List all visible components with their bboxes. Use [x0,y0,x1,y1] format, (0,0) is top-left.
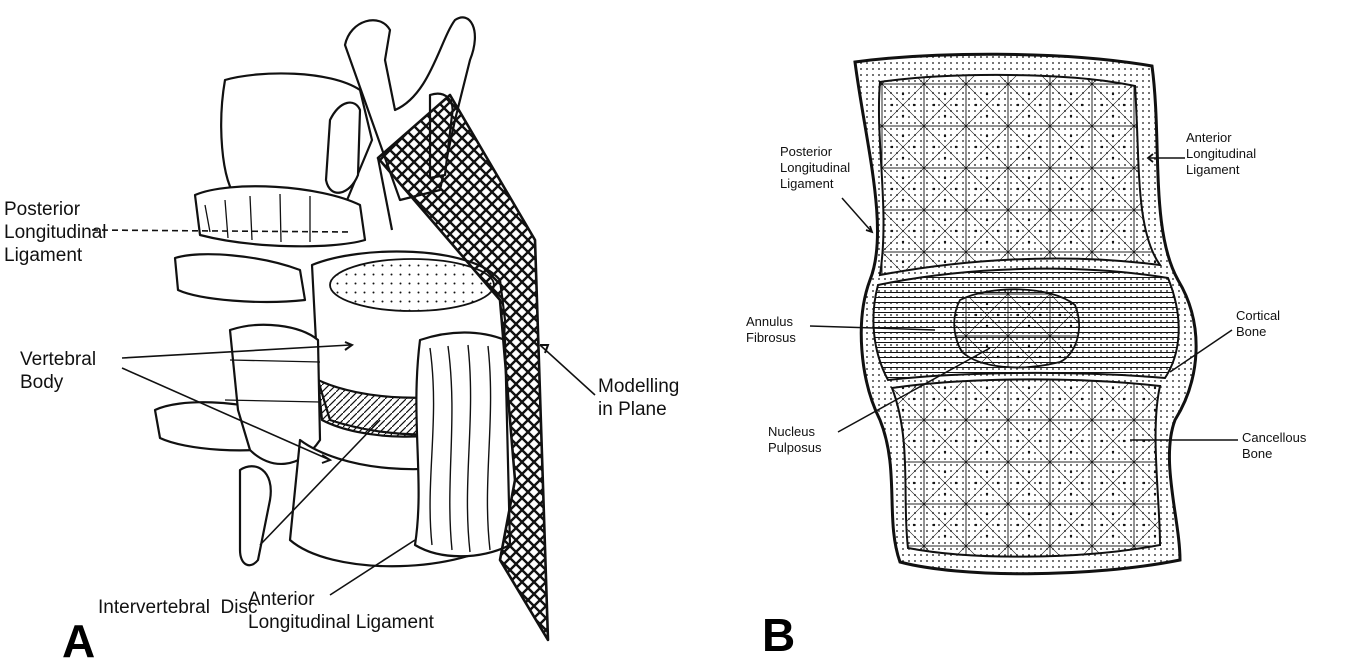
label-b-annulus-fibrosus: Annulus Fibrosus [746,314,796,346]
panel-letter-a: A [62,614,95,668]
label-a-intervertebral-disc: Intervertebral Disc [98,550,257,642]
anterior-ligament-strip [415,333,510,557]
lower-body-mesh [892,379,1160,556]
nucleus-mesh [954,289,1079,367]
label-a-modelling-plane: Modelling in Plane [598,375,679,421]
label-b-anterior-ligament: Anterior Longitudinal Ligament [1186,130,1256,178]
endplate [330,259,494,311]
label-a-anterior-ligament: Anterior Longitudinal Ligament [248,588,434,634]
transverse-process-upper [175,254,305,302]
label-a-posterior-ligament: Posterior Longitudinal Ligament [4,198,106,267]
label-b-cortical-bone: Cortical Bone [1236,308,1280,340]
leader-plane [540,345,595,395]
leader-b-posterior [842,198,872,232]
label-b-posterior-ligament: Posterior Longitudinal Ligament [780,144,850,192]
label-b-nucleus-pulposus: Nucleus Pulposus [768,424,821,456]
panel-letter-b: B [762,608,795,662]
vertebral-segment-drawing [155,17,548,640]
upper-body-mesh [879,75,1160,275]
label-b-cancellous-bone: Cancellous Bone [1242,430,1306,462]
fe-mesh-drawing [855,54,1196,574]
upper-facet [326,103,360,193]
label-a-vertebral-body: Vertebral Body [20,348,96,394]
